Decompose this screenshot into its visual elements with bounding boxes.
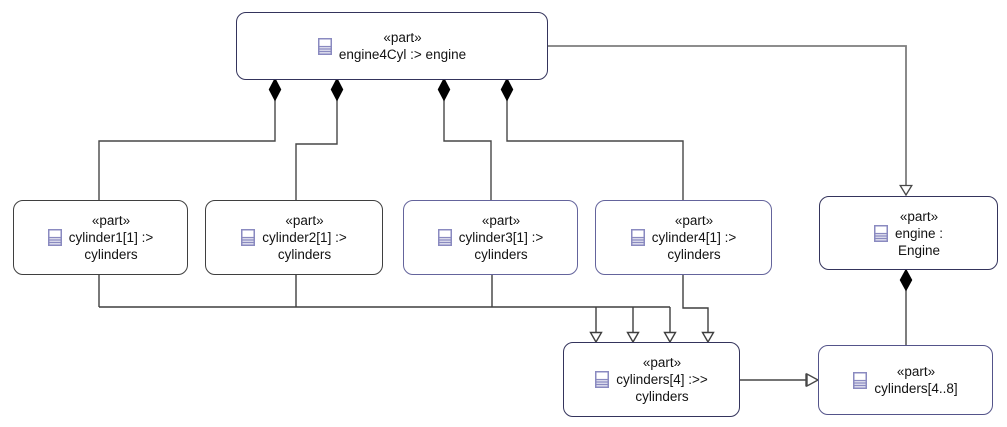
part-node-cylinder2[interactable]: «part» cylinder2[1] :> cylinders <box>205 200 383 275</box>
part-name-label2: Engine <box>897 242 941 258</box>
part-icon <box>630 229 645 246</box>
open-arrowhead-down <box>589 331 603 344</box>
part-name-label2: cylinders <box>635 389 689 404</box>
composition-edge-engine4cyl-cylinder4[interactable] <box>500 77 684 200</box>
part-name-label: cylinders[4] :>> <box>616 372 708 387</box>
stereotype-label: «part» <box>383 30 422 45</box>
open-arrowhead-right <box>806 372 820 388</box>
reference-edges-cylinders-to-cylinders4[interactable] <box>98 275 715 344</box>
part-name-label2: cylinders <box>277 247 332 262</box>
open-arrowhead-down <box>663 331 677 344</box>
part-name-label: cylinders[4..8] <box>874 381 958 396</box>
stereotype-label: «part» <box>896 364 936 379</box>
open-arrowhead-down <box>626 331 640 344</box>
stereotype-label: «part» <box>91 213 131 228</box>
composition-diamond <box>899 268 913 292</box>
composition-edge-engine-cylinders48[interactable] <box>899 268 913 345</box>
part-node-cylinders48[interactable]: «part» cylinders[4..8] <box>818 345 993 415</box>
subset-edge-cylinders4-cylinders48[interactable] <box>740 372 820 388</box>
part-node-cylinder1[interactable]: «part» cylinder1[1] :> cylinders <box>13 200 188 275</box>
stereotype-label: «part» <box>642 355 682 370</box>
composition-diamond <box>437 77 451 102</box>
part-name-label2: cylinders <box>667 247 721 262</box>
stereotype-label: «part» <box>674 213 714 228</box>
part-name-label: cylinder3[1] :> <box>458 230 544 245</box>
composition-edge-engine4cyl-cylinder3[interactable] <box>437 77 492 200</box>
composition-diamond <box>268 77 282 102</box>
part-name-label: engine4Cyl :> engine <box>338 47 467 62</box>
part-node-cylinder3[interactable]: «part» cylinder3[1] :> cylinders <box>403 200 578 275</box>
part-node-cylinders4[interactable]: «part» cylinders[4] :>> cylinders <box>563 342 740 417</box>
part-name-label: engine : <box>894 225 944 241</box>
part-icon <box>317 37 332 55</box>
stereotype-label: «part» <box>481 213 521 228</box>
composition-diamond <box>500 77 514 102</box>
part-icon <box>241 229 256 246</box>
part-icon <box>873 224 888 242</box>
composition-diamond <box>330 77 344 102</box>
part-name-label2: cylinders <box>84 247 138 262</box>
composition-edge-engine4cyl-cylinder2[interactable] <box>295 77 344 200</box>
open-arrowhead-down <box>899 184 913 197</box>
part-name-label: cylinder4[1] :> <box>651 230 737 245</box>
part-icon <box>595 371 610 388</box>
open-arrowhead-down <box>701 331 715 344</box>
stereotype-label: «part» <box>285 213 324 228</box>
part-name-label: cylinder1[1] :> <box>68 230 154 245</box>
part-icon <box>853 371 868 389</box>
part-name-label2: cylinders <box>474 247 528 262</box>
part-node-cylinder4[interactable]: «part» cylinder4[1] :> cylinders <box>595 200 772 275</box>
part-node-engine4cyl[interactable]: «part» engine4Cyl :> engine <box>236 12 548 80</box>
part-icon <box>437 229 452 246</box>
part-icon <box>47 229 62 246</box>
stereotype-label: «part» <box>899 208 939 224</box>
composition-edge-engine4cyl-cylinder1[interactable] <box>98 77 282 200</box>
part-node-engine[interactable]: «part» engine : Engine <box>819 196 998 270</box>
part-name-label: cylinder2[1] :> <box>262 230 347 245</box>
specialization-edge-engine4cyl-engine[interactable] <box>548 45 913 197</box>
